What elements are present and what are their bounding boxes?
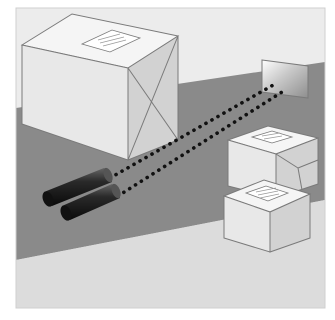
shipping-label-icon <box>250 130 294 144</box>
light-beam-lower <box>116 90 284 198</box>
small-box-lower-side <box>269 193 311 253</box>
light-beam-upper <box>108 82 277 180</box>
sensor-upper <box>42 167 113 207</box>
frame-border <box>15 7 326 309</box>
large-box <box>20 13 180 161</box>
sensor-lower <box>60 183 121 221</box>
small-box-lower <box>222 179 312 253</box>
photoelectric-sensor-icon <box>42 167 121 221</box>
shipping-label-icon <box>80 29 142 53</box>
retroreflector-icon <box>261 59 309 99</box>
shipping-label-icon <box>244 185 290 202</box>
